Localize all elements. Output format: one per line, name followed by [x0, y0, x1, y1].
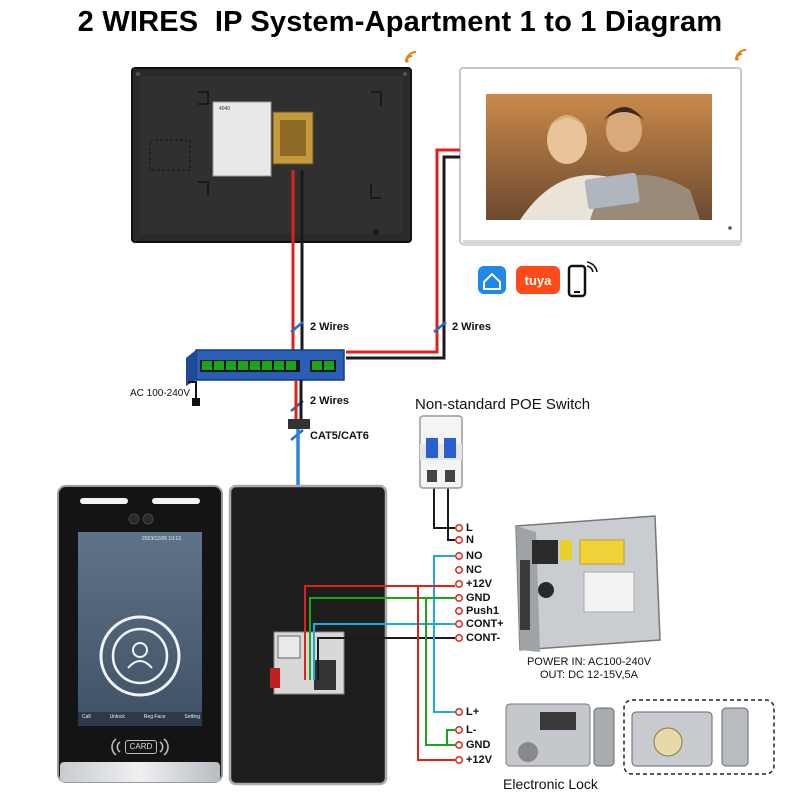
power-supply — [515, 515, 661, 652]
indoor-monitor-back: 4040 — [131, 67, 412, 243]
tuya-label: tuya — [525, 273, 553, 288]
label-poe-switch: Non-standard POE Switch — [415, 396, 591, 413]
label-cat: CAT5/CAT6 — [310, 430, 369, 442]
terminal-l: L — [466, 522, 473, 534]
wifi-icon — [735, 49, 747, 61]
station-menu-reg-face: Reg Face — [143, 714, 166, 720]
psu-caption: POWER IN: AC100-240V OUT: DC 12-15V,5A — [514, 656, 664, 682]
terminal-cont-minus: CONT- — [466, 632, 501, 644]
breaker — [419, 415, 463, 489]
terminal-cont-plus: CONT+ — [466, 618, 504, 630]
switch-port — [202, 361, 212, 370]
label-ac-input: AC 100-240V — [130, 388, 191, 399]
switch-port — [250, 361, 260, 370]
lock-terminal-plus12v: +12V — [466, 754, 492, 766]
switch-ports — [202, 361, 334, 370]
station-datetime: 2023/12/06 10:13 — [142, 536, 181, 542]
switch-port — [274, 361, 284, 370]
label-two-wires-lower: 2 Wires — [310, 395, 350, 407]
switch-port — [286, 361, 296, 370]
psu-terminal-dots — [455, 524, 463, 764]
card-label: CARD — [125, 740, 157, 754]
wifi-icon — [405, 51, 417, 63]
label-two-wires-right: 2 Wires — [452, 321, 492, 333]
ac-plug-icon — [188, 381, 200, 406]
electronic-lock-internal — [505, 703, 615, 767]
smart-home-icon — [478, 266, 506, 294]
monitor-wires — [290, 148, 460, 441]
switch-port — [262, 361, 272, 370]
connector — [288, 419, 310, 429]
lock-terminal-gnd: GND — [466, 739, 491, 751]
switch-port — [238, 361, 248, 370]
station-menu-call: Call — [82, 714, 91, 720]
terminal-push1: Push1 — [466, 605, 500, 617]
psu-wires — [304, 482, 455, 761]
lock-terminal-l-plus: L+ — [466, 706, 480, 718]
label-two-wires-left: 2 Wires — [310, 321, 350, 333]
terminal-n: N — [466, 534, 474, 546]
lock-terminal-l-minus: L- — [466, 724, 477, 736]
psu-caption-line1: POWER IN: AC100-240V — [526, 656, 652, 668]
station-menu-setting: Setting — [184, 714, 200, 720]
station-menu-unlock: Unlock — [109, 714, 125, 720]
tuya-icon: tuya — [516, 266, 560, 294]
switch-port — [214, 361, 224, 370]
terminal-plus12v: +12V — [466, 578, 492, 590]
indoor-monitor-front — [459, 67, 742, 246]
phone-wifi-icon — [567, 261, 598, 298]
terminal-gnd: GND — [466, 592, 491, 604]
nfc-icon — [111, 738, 169, 756]
psu-caption-line2: OUT: DC 12-15V,5A — [539, 669, 639, 681]
svg-text:4040: 4040 — [219, 106, 230, 112]
station-back — [228, 484, 388, 786]
switch-port — [324, 361, 334, 370]
diagram-title: 2 WIRES IP System-Apartment 1 to 1 Diagr… — [77, 6, 723, 38]
face-station-front — [57, 485, 223, 783]
switch-port — [226, 361, 236, 370]
electronic-lock-photo — [623, 699, 775, 775]
station-menu: Call Unlock Reg Face Setting — [82, 714, 200, 720]
terminal-nc: NC — [466, 564, 482, 576]
terminal-no: NO — [466, 550, 483, 562]
label-lock: Electronic Lock — [503, 776, 598, 792]
switch-port — [312, 361, 322, 370]
